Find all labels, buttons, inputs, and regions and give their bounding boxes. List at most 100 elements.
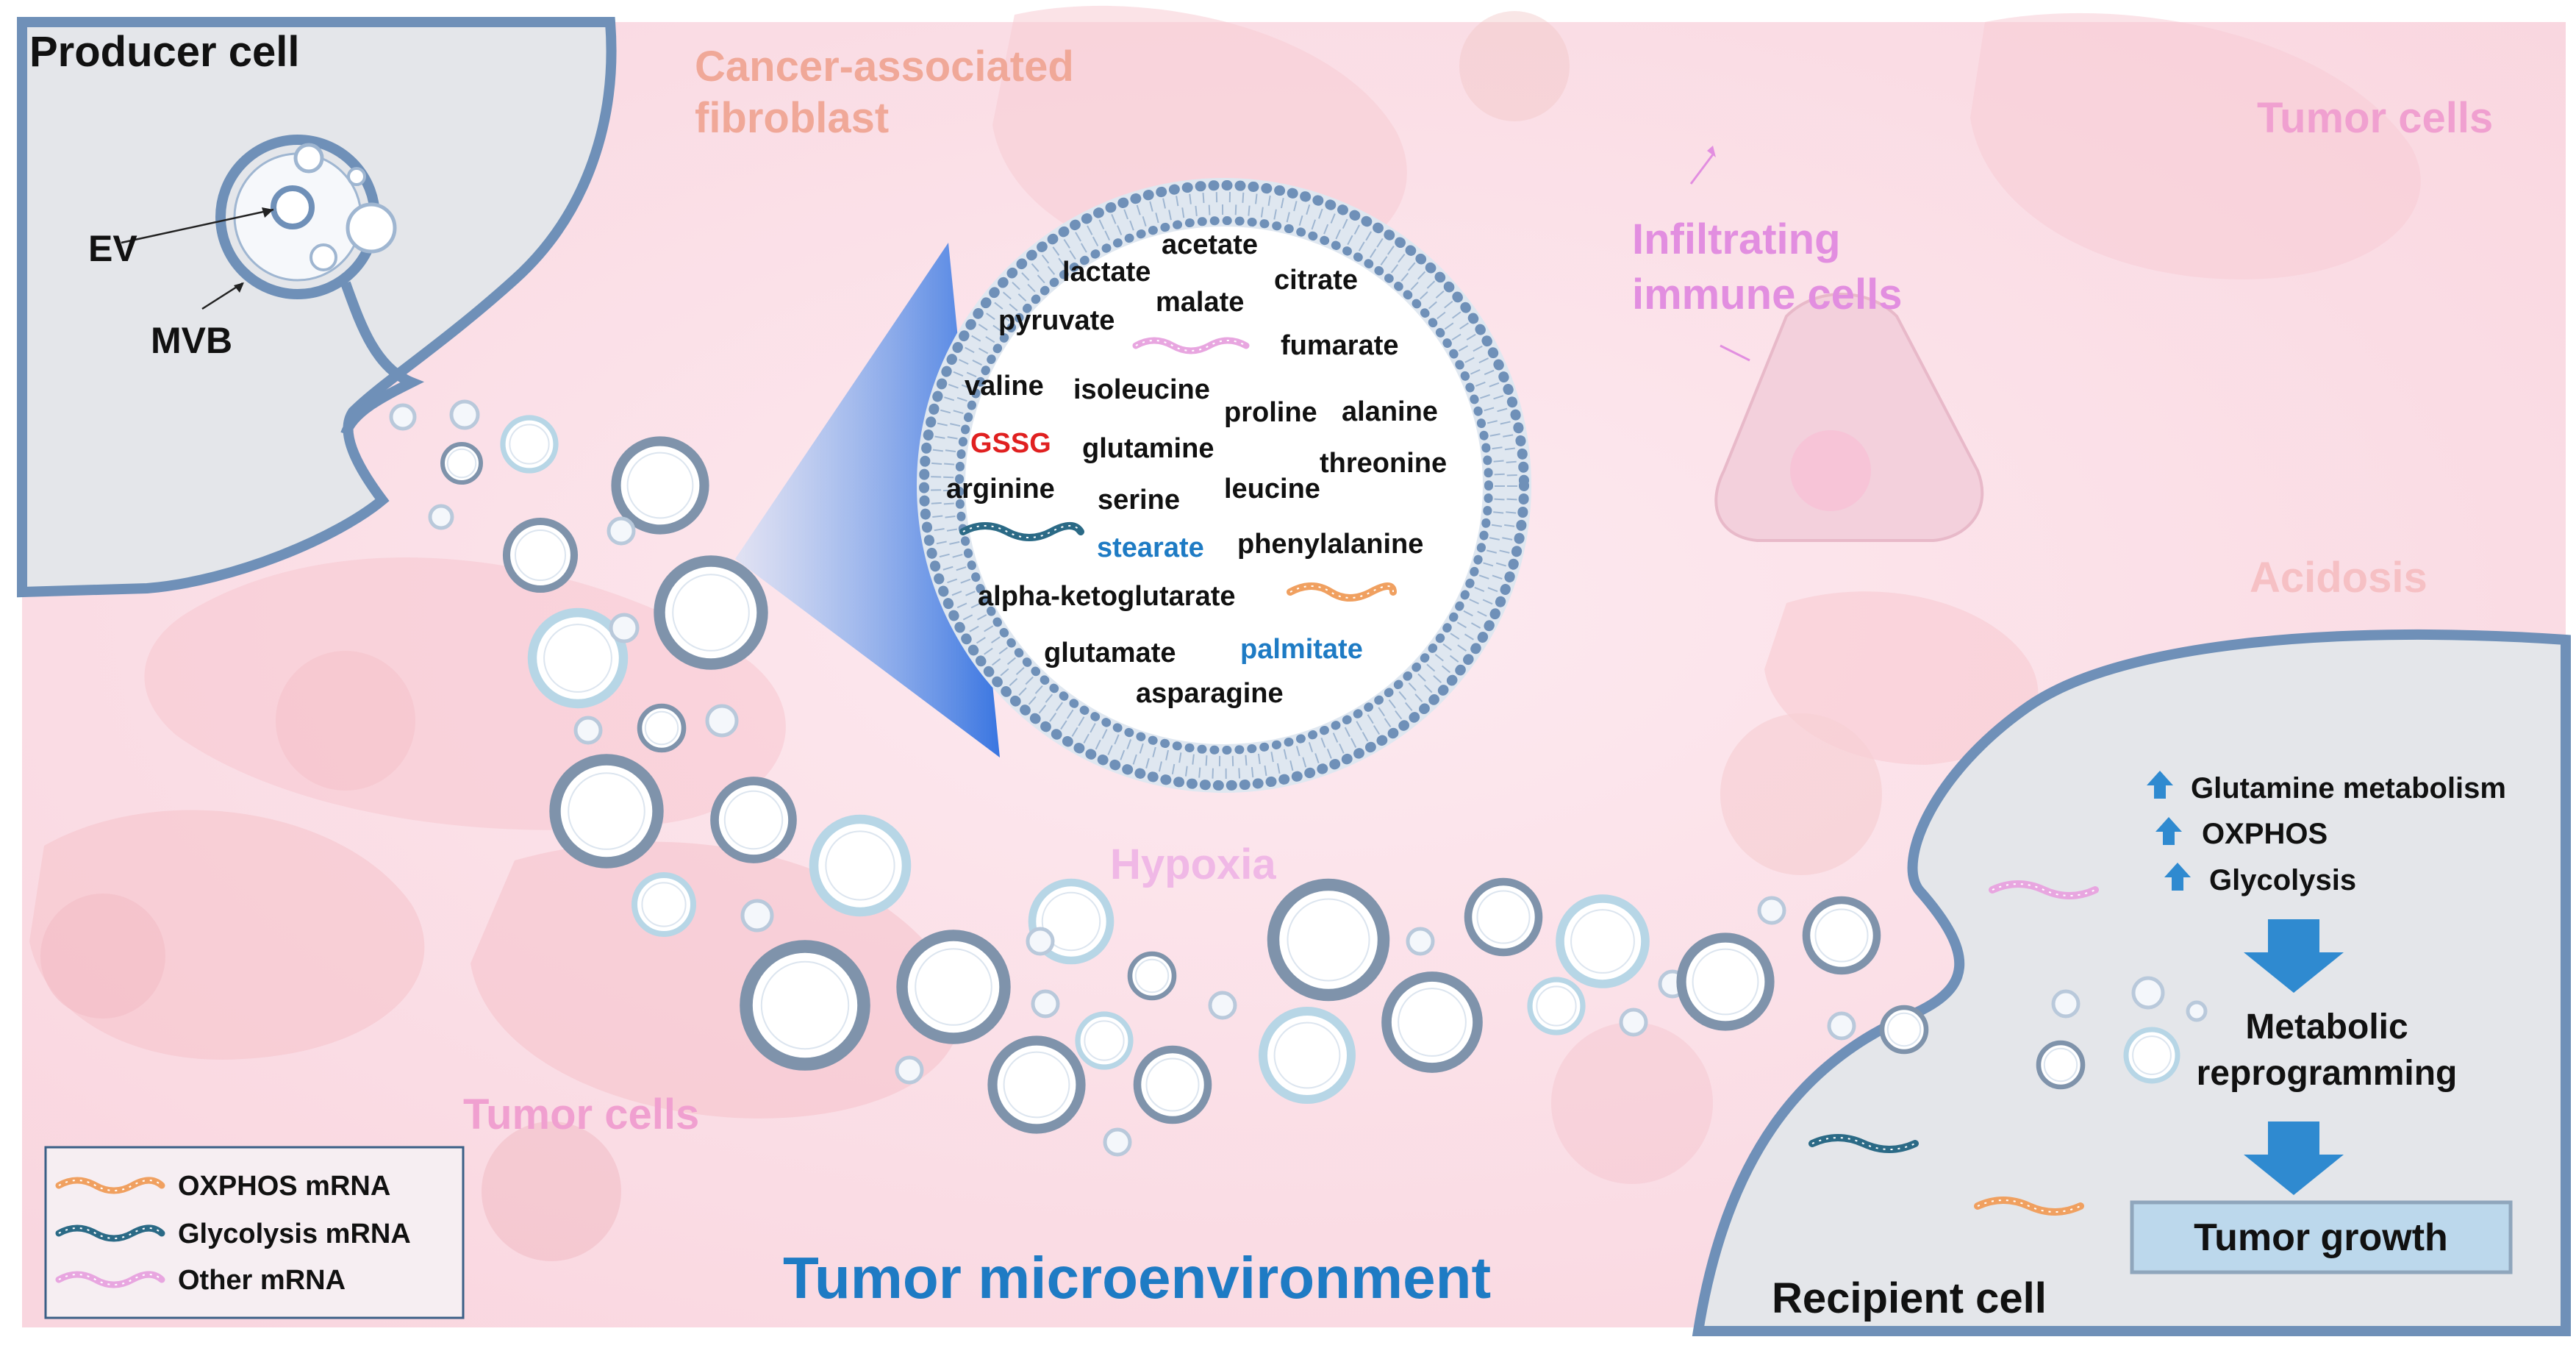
- vesicle: [607, 516, 636, 546]
- vesicle: [987, 1035, 1086, 1134]
- immune-cell: [1689, 146, 1984, 542]
- metabolite: threonine: [1320, 448, 1447, 479]
- vesicle: [637, 703, 687, 753]
- vesicle-inner-ring: [825, 830, 895, 901]
- metabolite: malate: [1156, 287, 1244, 318]
- vesicle: [740, 940, 870, 1071]
- vesicle: [1676, 932, 1775, 1031]
- metabolite: acetate: [1162, 229, 1258, 260]
- vesicle: [549, 754, 664, 869]
- metabolite: glutamine: [1082, 433, 1214, 464]
- vesicle: [654, 555, 768, 670]
- vesicle: [428, 504, 454, 530]
- up-arrow-icon: [2147, 771, 2191, 891]
- zoom-beam: [735, 243, 1000, 757]
- mrna-glycolysis-in-ev: [959, 522, 1084, 541]
- metabolite: citrate: [1274, 265, 1358, 296]
- metabolite: phenylalanine: [1237, 529, 1423, 560]
- vesicle: [896, 930, 1011, 1044]
- vesicle-inner-ring: [514, 529, 567, 582]
- caf-label-line2: fibroblast: [695, 94, 889, 142]
- oxphos-label: OXPHOS: [2202, 818, 2328, 850]
- metabolite-stearate: stearate: [1097, 532, 1204, 563]
- immune-label-line2: immune cells: [1632, 271, 1902, 318]
- vesicle: [609, 613, 640, 643]
- legend-glycolysis-label: Glycolysis mRNA: [178, 1219, 411, 1249]
- vesicle: [1381, 971, 1483, 1073]
- metabolite: leucine: [1224, 474, 1320, 504]
- glutamine-metabolism-label: Glutamine metabolism: [2191, 772, 2506, 805]
- vesicle-inner-ring: [644, 710, 679, 746]
- mrna-glycolysis-recipient: [1808, 1134, 1919, 1153]
- vesicle-inner-ring: [2132, 1035, 2172, 1075]
- vesicle: [705, 704, 739, 738]
- vesicle-inner-ring: [1692, 948, 1759, 1016]
- extracellular-vesicles: [389, 399, 2208, 1157]
- vesicle: [1406, 927, 1435, 956]
- vesicle-inner-ring: [509, 424, 550, 465]
- vesicle: [2123, 1027, 2180, 1084]
- vesicle: [573, 716, 603, 745]
- vesicle: [1827, 1011, 1856, 1041]
- legend-oxphos-label: OXPHOS mRNA: [178, 1171, 390, 1202]
- vesicle: [1031, 989, 1060, 1019]
- vesicle: [1259, 1007, 1356, 1104]
- vesicle: [502, 517, 579, 593]
- vesicle-inner-ring: [1570, 909, 1635, 974]
- vesicle-inner-ring: [568, 772, 645, 850]
- mrna-other-recipient: [1989, 880, 2099, 899]
- vesicle: [2131, 976, 2165, 1010]
- immune-label-line1: Infiltrating: [1632, 215, 1841, 263]
- vesicle-inner-ring: [446, 448, 477, 479]
- tumor-growth-label: Tumor growth: [2194, 1216, 2448, 1259]
- vesicle: [1103, 1127, 1132, 1157]
- producer-cell: [17, 17, 617, 598]
- vesicle-inner-ring: [641, 882, 687, 927]
- vesicle: [1879, 1005, 1929, 1055]
- hypoxia-label: Hypoxia: [1110, 841, 1276, 888]
- vesicle: [2036, 1040, 2086, 1090]
- vesicle: [527, 607, 629, 709]
- ev-cross-section: [917, 178, 1531, 793]
- vesicle-inner-ring: [1041, 891, 1101, 952]
- tumor-cells-label-bottom: Tumor cells: [463, 1091, 699, 1138]
- caf-label-line1: Cancer-associated: [695, 43, 1074, 90]
- mrna-other-in-ev: [1132, 337, 1250, 354]
- vesicle-inner-ring: [2043, 1047, 2078, 1083]
- vesicle-inner-ring: [1084, 1020, 1125, 1061]
- vesicle: [1757, 896, 1786, 925]
- metabolite: fumarate: [1281, 330, 1399, 361]
- vesicle: [1464, 877, 1543, 957]
- vesicle: [389, 403, 417, 431]
- glycolysis-label: Glycolysis: [2209, 864, 2356, 896]
- vesicle: [500, 415, 559, 474]
- down-arrow-icon: [2244, 919, 2344, 1195]
- metabolite-palmitate: palmitate: [1240, 634, 1363, 665]
- vesicle: [1527, 977, 1586, 1035]
- tumor-cells-label-top: Tumor cells: [2257, 94, 2493, 142]
- metabolite: proline: [1224, 397, 1317, 428]
- vesicle-inner-ring: [626, 452, 694, 519]
- legend-other-label: Other mRNA: [178, 1265, 346, 1296]
- metabolite-gssg: GSSG: [970, 428, 1051, 459]
- metabolic-label-line1: Metabolic: [2245, 1008, 2408, 1046]
- vesicle: [740, 899, 774, 932]
- vesicle: [632, 872, 696, 937]
- metabolite: arginine: [946, 474, 1055, 504]
- metabolite: isoleucine: [1073, 374, 1210, 405]
- acidosis-label: Acidosis: [2250, 554, 2427, 602]
- vesicle: [1133, 1045, 1212, 1124]
- vesicle: [1026, 927, 1055, 956]
- metabolite: asparagine: [1136, 678, 1284, 709]
- vesicle: [895, 1055, 924, 1085]
- vesicle-inner-ring: [672, 574, 750, 652]
- metabolite: alanine: [1342, 396, 1438, 427]
- vesicle: [809, 814, 912, 917]
- vesicle-inner-ring: [1398, 988, 1467, 1057]
- tumor-growth-box: [2130, 1200, 2513, 1274]
- vesicle: [2186, 1000, 2208, 1022]
- vesicle: [1075, 1011, 1134, 1070]
- vesicle-inner-ring: [1476, 890, 1531, 944]
- vesicle: [440, 442, 483, 485]
- vesicle: [1619, 1008, 1648, 1037]
